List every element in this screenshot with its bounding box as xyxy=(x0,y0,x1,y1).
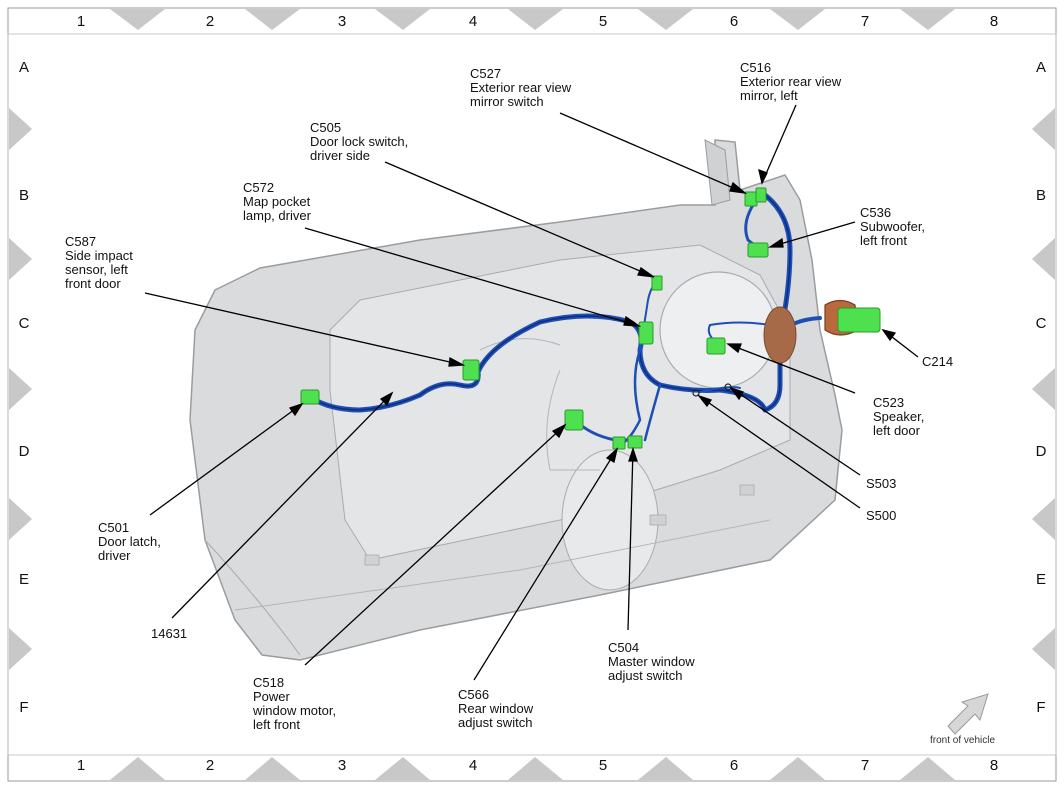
col-label-bottom-2: 2 xyxy=(205,757,215,774)
connector-c518 xyxy=(564,409,584,431)
col-label-bottom-3: 3 xyxy=(337,757,347,774)
col-label-top-7: 7 xyxy=(860,13,870,30)
col-label-bottom-1: 1 xyxy=(76,757,86,774)
left-zone-markers xyxy=(9,108,32,670)
row-label-left-e: E xyxy=(18,571,29,588)
row-label-right-d: D xyxy=(1035,443,1047,460)
row-label-left-f: F xyxy=(19,699,29,716)
splice-s500 xyxy=(692,389,700,397)
row-label-right-e: E xyxy=(1035,571,1046,588)
callout-s503: S503 xyxy=(866,476,897,491)
splice-s503 xyxy=(724,383,732,391)
right-zone-markers xyxy=(1032,108,1055,670)
inner-border xyxy=(7,33,1057,756)
connector-c214 xyxy=(837,307,881,333)
connector-c587 xyxy=(462,359,480,381)
connector-c523 xyxy=(706,337,726,355)
col-label-top-2: 2 xyxy=(205,13,215,30)
col-label-top-5: 5 xyxy=(598,13,608,30)
callout-c214: C214 xyxy=(922,354,954,369)
row-label-right-c: C xyxy=(1035,315,1047,332)
splices xyxy=(692,383,732,397)
connector-c527 xyxy=(744,191,758,207)
callout-s500: S500 xyxy=(866,508,897,523)
connector-c536 xyxy=(747,242,769,258)
front-arrow-icon xyxy=(947,693,989,735)
row-label-right-b: B xyxy=(1035,187,1046,204)
col-label-top-4: 4 xyxy=(468,13,478,30)
col-label-top-1: 1 xyxy=(76,13,86,30)
bottom-zone-markers xyxy=(110,757,955,780)
door-panel xyxy=(189,139,843,661)
connector-c516 xyxy=(755,187,767,203)
connector-c504 xyxy=(627,435,643,449)
front-of-vehicle-note: front of vehicle xyxy=(930,735,996,746)
row-label-left-d: D xyxy=(18,443,30,460)
col-label-top-3: 3 xyxy=(337,13,347,30)
top-zone-markers xyxy=(110,9,955,30)
col-label-bottom-8: 8 xyxy=(989,757,999,774)
col-label-top-6: 6 xyxy=(729,13,739,30)
row-label-right-a: A xyxy=(1035,59,1046,76)
col-label-bottom-7: 7 xyxy=(860,757,870,774)
connector-c566 xyxy=(612,436,626,450)
connector-c572 xyxy=(638,321,654,345)
connector-c501 xyxy=(300,389,320,405)
row-label-right-f: F xyxy=(1036,699,1046,716)
leader-lines xyxy=(144,104,919,681)
col-label-top-8: 8 xyxy=(989,13,999,30)
col-label-bottom-4: 4 xyxy=(468,757,478,774)
connectors xyxy=(300,187,881,450)
col-label-bottom-6: 6 xyxy=(729,757,739,774)
connector-c505 xyxy=(651,275,663,291)
row-label-left-a: A xyxy=(18,59,29,76)
callout-14631: 14631 xyxy=(151,626,188,641)
col-label-bottom-5: 5 xyxy=(598,757,608,774)
row-label-left-c: C xyxy=(18,315,30,332)
row-label-left-b: B xyxy=(18,187,29,204)
